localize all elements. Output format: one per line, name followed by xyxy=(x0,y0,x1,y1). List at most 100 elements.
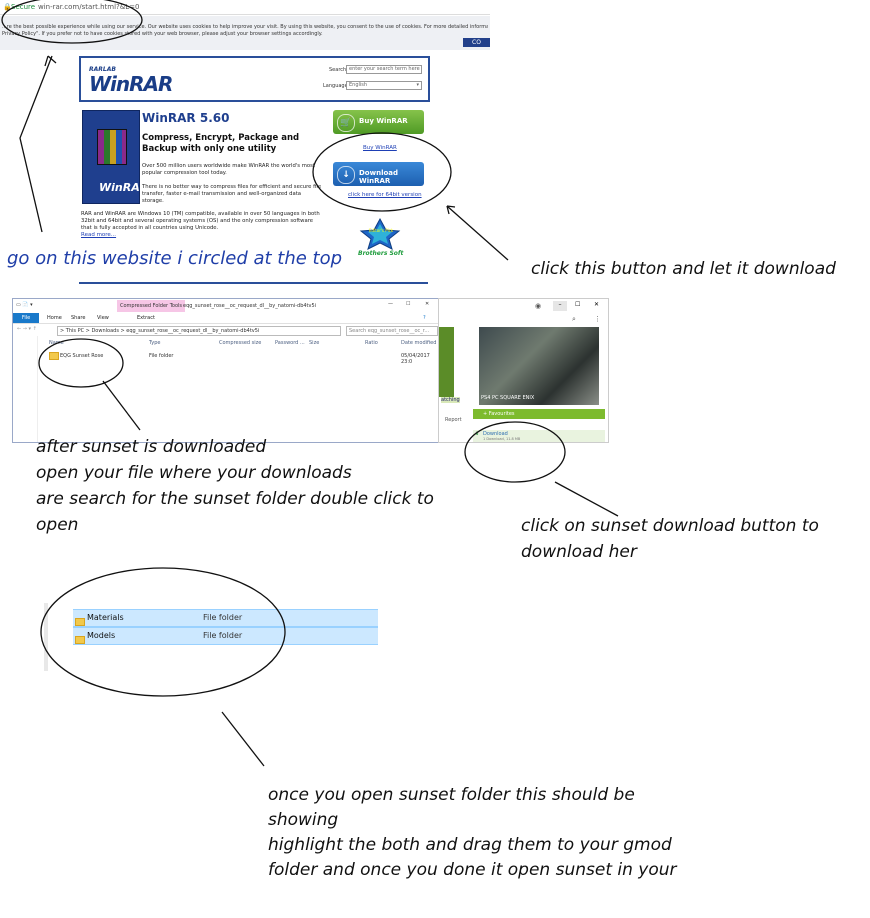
col-ratio[interactable]: Ratio xyxy=(365,340,378,346)
star-icon xyxy=(359,217,401,250)
chevron-down-icon: ▾ xyxy=(416,82,419,88)
download-winrar-button[interactable]: ↓ Download WinRAR xyxy=(333,162,424,186)
cookie-accept-button[interactable]: CO xyxy=(463,38,490,47)
annotation-step3-line3: are search for the sunset folder double … xyxy=(36,489,434,509)
cookie-text: ...re the best possible experience while… xyxy=(2,24,488,30)
sunset-download-circle xyxy=(464,421,566,483)
box-label: WinRAR xyxy=(99,181,149,194)
rarlab-text: RARLAB xyxy=(89,66,116,73)
editors-pick-badge: Editor's Pick Brothers Soft xyxy=(355,217,405,258)
download-page-screenshot: ◉ – ☐ ✕ ⌕ ⋮ PS4 PC SQUARE ENIX atching R… xyxy=(438,298,609,443)
table-row[interactable]: EQG Sunset Rose File folder 05/04/2017 2… xyxy=(37,352,439,365)
paragraph-3: RAR and WinRAR are Windows 10 (TM) compa… xyxy=(81,211,320,231)
annotation-step1: go on this website i circled at the top xyxy=(7,248,343,269)
quick-access-icons[interactable]: ▭ 📄 ▾ xyxy=(16,302,33,308)
col-size[interactable]: Size xyxy=(309,340,320,346)
secure-lock-icon: 🔒 xyxy=(3,3,12,11)
navigation-pane[interactable] xyxy=(13,336,38,442)
folder-type: File folder xyxy=(203,631,243,640)
tab-file[interactable]: File xyxy=(13,313,39,323)
paragraph-2: There is no better way to compress files… xyxy=(142,184,322,204)
arrow-head xyxy=(44,55,57,67)
download-64bit-link[interactable]: click here for 64bit version xyxy=(348,192,422,198)
annotation-step5-line4: folder and once you done it open sunset … xyxy=(268,860,677,880)
buy-winrar-link[interactable]: Buy WinRAR xyxy=(363,145,397,151)
close-icon[interactable]: ✕ xyxy=(594,301,600,308)
download-label: Download xyxy=(483,431,508,437)
arrow-head xyxy=(446,205,456,215)
folder-icon xyxy=(75,614,85,630)
tab-share[interactable]: Share xyxy=(71,315,86,321)
help-icon[interactable]: ? xyxy=(423,315,426,321)
report-link[interactable]: Report xyxy=(445,417,462,423)
col-type[interactable]: Type xyxy=(149,340,161,346)
product-title: WinRAR 5.60 xyxy=(142,111,230,125)
search-label: Search xyxy=(329,67,347,73)
maximize-icon[interactable]: ☐ xyxy=(575,301,581,308)
watching-label: atching xyxy=(441,397,460,403)
folders-circle xyxy=(40,567,286,697)
menu-icon[interactable]: ⋮ xyxy=(594,315,601,323)
annotation-step4-line1: click on sunset download button to xyxy=(521,516,819,536)
close-icon[interactable]: ✕ xyxy=(425,301,430,307)
list-item-models[interactable]: Models File folder xyxy=(73,627,378,645)
row-name: EQG Sunset Rose xyxy=(60,353,104,359)
col-password[interactable]: Password ... xyxy=(275,340,305,346)
explorer-title-bar: ▭ 📄 ▾ Compressed Folder Tools eqg_sunset… xyxy=(13,299,439,313)
window-title: eqg_sunset_rose__oc_request_dl__by_natom… xyxy=(183,303,317,309)
tab-extract[interactable]: Extract xyxy=(137,315,155,321)
col-date[interactable]: Date modified xyxy=(401,340,437,346)
download-icon: ↓ xyxy=(337,166,355,184)
list-item-materials[interactable]: Materials File folder xyxy=(73,609,378,627)
search-input[interactable]: enter your search term here xyxy=(346,65,422,74)
winrar-box-image: WinRAR xyxy=(82,110,148,204)
line-to-folder xyxy=(102,380,141,431)
breadcrumb[interactable]: > This PC > Downloads > eqg_sunset_rose_… xyxy=(57,326,341,336)
folder-type: File folder xyxy=(203,613,243,622)
folder-icon xyxy=(75,632,85,648)
cookie-banner: ...re the best possible experience while… xyxy=(0,16,490,50)
tab-view[interactable]: View xyxy=(97,315,109,321)
annotation-step5-line1: once you open sunset folder this should … xyxy=(268,785,635,805)
side-thumbnail xyxy=(439,327,454,397)
cookie-text-2: Privacy Policy". If you prefer not to ha… xyxy=(2,31,323,37)
maximize-icon[interactable]: ☐ xyxy=(406,301,411,307)
nav-arrows-icon[interactable]: ← → ▾ ↑ xyxy=(17,326,37,332)
site-footer-bar xyxy=(79,282,428,284)
annotation-step2: click this button and let it download xyxy=(531,259,836,279)
download-button-circle xyxy=(312,132,452,212)
row-type: File folder xyxy=(149,353,174,359)
badge-top-text: Editor's Pick xyxy=(369,228,394,233)
search-icon[interactable]: ⌕ xyxy=(572,315,576,323)
language-select[interactable]: English ▾ xyxy=(346,81,422,90)
ribbon-tabs: File Home Share View Extract ? xyxy=(13,313,439,324)
url-text[interactable]: win-rar.com/start.html?&L=0 xyxy=(38,3,140,11)
cart-icon: 🛒 xyxy=(337,114,355,132)
tab-home[interactable]: Home xyxy=(47,315,62,321)
compressed-tools-tab[interactable]: Compressed Folder Tools xyxy=(117,300,186,312)
buy-winrar-button[interactable]: 🛒 Buy WinRAR xyxy=(333,110,424,134)
sunset-download-button[interactable]: ⬇ Download 1 Download, 11.8 MB xyxy=(473,430,605,442)
secure-label: Secure xyxy=(11,3,36,11)
minimize-icon[interactable]: — xyxy=(388,301,393,307)
download-sub: 1 Download, 11.8 MB xyxy=(483,437,521,441)
annotation-step3-line1: after sunset is downloaded xyxy=(36,437,267,457)
read-more-link[interactable]: Read more... xyxy=(81,232,117,238)
minimize-icon[interactable]: – xyxy=(553,301,567,311)
download-arrow-icon: ⬇ xyxy=(475,431,480,437)
language-value: English xyxy=(349,82,368,88)
game-artwork: PS4 PC SQUARE ENIX xyxy=(479,327,599,405)
line-to-sunset-download xyxy=(554,481,619,517)
books-icon xyxy=(97,129,127,165)
explorer-search-input[interactable]: Search eqg_sunset_rose__oc_r... xyxy=(346,326,438,336)
platform-logos: PS4 PC SQUARE ENIX xyxy=(481,395,535,401)
paragraph-1: Over 500 million users worldwide make Wi… xyxy=(142,163,315,176)
product-headline: Compress, Encrypt, Package and Backup wi… xyxy=(142,133,300,154)
col-compressed[interactable]: Compressed size xyxy=(219,340,262,346)
badge-bottom-text: Brothers Soft xyxy=(358,250,404,257)
account-icon[interactable]: ◉ xyxy=(535,302,542,310)
winrar-wordmark: WinRAR xyxy=(89,72,173,96)
favourites-button[interactable]: + Favourites xyxy=(473,409,605,419)
line-to-folders xyxy=(221,711,265,767)
download-button-label: Download WinRAR xyxy=(359,169,399,185)
